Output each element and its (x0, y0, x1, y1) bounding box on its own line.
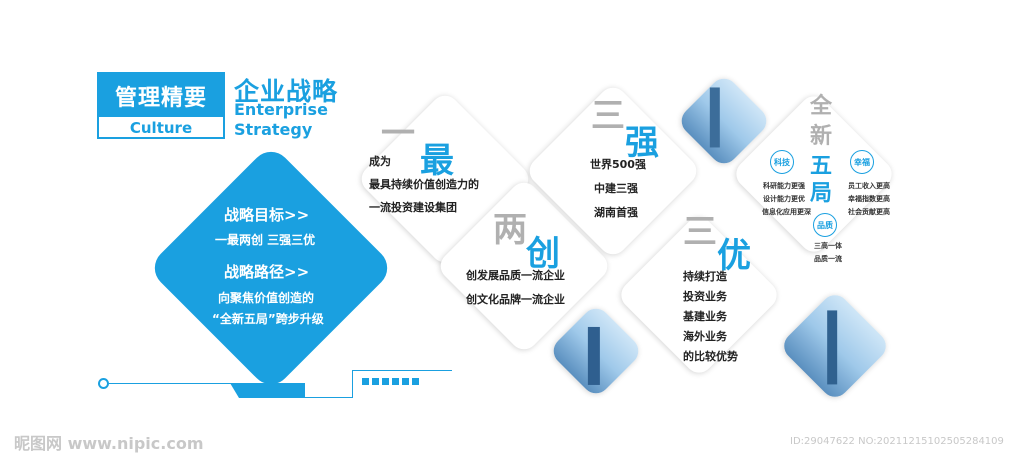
circuit-square (362, 378, 369, 385)
you-line-5: 的比较优势 (683, 350, 738, 363)
circuit-square (382, 378, 389, 385)
wuju-char-4: 局 (810, 181, 833, 206)
watermark-left: 昵图网 www.nipic.com (14, 434, 204, 453)
wuju-char-1: 全 (810, 94, 833, 119)
section-title-en: Enterprise Strategy (234, 100, 328, 140)
circuit-line-right (352, 370, 452, 371)
goal-label-2: 战略路径>> (224, 263, 310, 281)
zui-char-gray: 一 (381, 114, 415, 154)
zui-line-3: 一流投资建设集团 (369, 201, 457, 214)
qiang-line-3: 湖南首强 (594, 206, 638, 219)
zui-line-2: 最具持续价值创造力的 (369, 178, 479, 191)
watermark-right: ID:29047622 NO:20211215102505284109 (790, 436, 1004, 447)
qiang-char-gray: 三 (591, 96, 625, 136)
circuit-base (230, 383, 305, 398)
xing-line-1: 员工收入更高 (848, 182, 890, 190)
chuang-char-gray: 两 (493, 210, 527, 250)
chuang-char-blue: 创 (526, 234, 560, 274)
zui-line-1: 成为 (369, 155, 391, 168)
circuit-line-mid (305, 397, 353, 398)
goal-text-2b: “全新五局”跨步升级 (212, 312, 324, 326)
qiang-char-blue: 强 (625, 123, 659, 163)
circuit-square (392, 378, 399, 385)
header-title: 管理精要 (99, 74, 223, 117)
qiang-line-2: 中建三强 (594, 182, 638, 195)
circuit-dot (98, 378, 109, 389)
section-title-en-line1: Enterprise (234, 100, 328, 119)
ke-line-1: 科研能力更强 (763, 182, 805, 190)
tag-ke: 科技 (770, 150, 794, 174)
circuit-square (402, 378, 409, 385)
you-line-2: 投资业务 (683, 290, 727, 303)
wuju-char-2: 新 (810, 124, 833, 149)
chuang-line-1: 创发展品质一流企业 (466, 269, 565, 282)
pin-line-2: 品质一流 (814, 255, 842, 263)
xing-line-2: 幸福指数更高 (848, 195, 890, 203)
pin-line-1: 三高一体 (814, 242, 842, 250)
you-char-gray: 三 (683, 212, 717, 252)
qiang-line-1: 世界500强 (590, 158, 646, 171)
wuju-char-3: 五 (810, 154, 833, 179)
you-line-4: 海外业务 (683, 330, 727, 343)
section-title-zh: 企业战略 (234, 77, 339, 106)
goal-text-1: 一最两创 三强三优 (215, 233, 316, 247)
circuit-line-up (352, 370, 353, 398)
you-line-3: 基建业务 (683, 310, 727, 323)
you-line-1: 持续打造 (683, 270, 727, 283)
goal-text-2a: 向聚焦价值创造的 (218, 291, 315, 305)
header-badge: 管理精要 Culture (97, 72, 225, 139)
ke-line-3: 信息化应用更深 (762, 208, 811, 216)
circuit-square (372, 378, 379, 385)
tag-xing: 幸福 (850, 150, 874, 174)
building-photo-bottom-left (547, 302, 645, 400)
chuang-line-2: 创文化品牌一流企业 (466, 293, 565, 306)
ke-line-2: 设计能力更优 (763, 195, 805, 203)
zui-char-blue: 最 (420, 141, 454, 181)
header-subtitle: Culture (129, 119, 193, 137)
building-photo-bottom-right (778, 289, 892, 403)
you-char-blue: 优 (717, 236, 751, 276)
tag-pin: 品质 (813, 213, 837, 237)
section-title-en-line2: Strategy (234, 120, 313, 139)
xing-line-3: 社会贡献更高 (848, 208, 890, 216)
circuit-line-left (109, 383, 231, 384)
circuit-square (412, 378, 419, 385)
goal-label-1: 战略目标>> (224, 206, 310, 224)
